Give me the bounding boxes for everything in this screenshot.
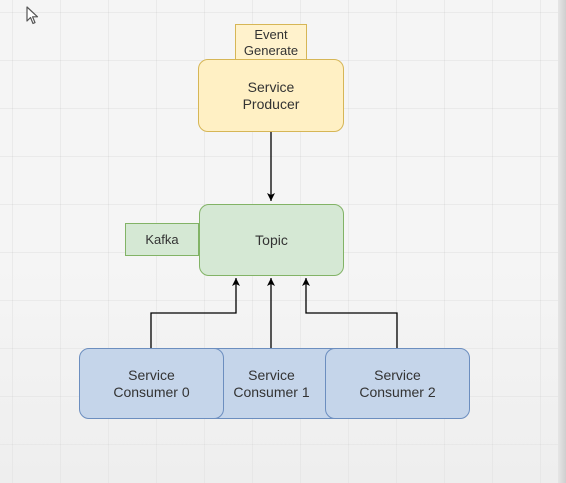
mouse-pointer-icon xyxy=(26,6,39,25)
service-consumer-node[interactable]: Service Consumer 2 xyxy=(325,348,470,419)
service-consumer-node[interactable]: Service Consumer 1 xyxy=(201,348,342,419)
edge-consumer-2-to-topic xyxy=(302,278,398,349)
edge-consumer-0-to-topic xyxy=(150,278,240,349)
window-edge xyxy=(558,0,566,483)
topic-node[interactable]: Topic xyxy=(199,204,344,276)
event-generate-label[interactable]: Event Generate xyxy=(235,24,307,61)
service-producer-node[interactable]: Service Producer xyxy=(198,59,344,132)
service-consumer-node[interactable]: Service Consumer 0 xyxy=(79,348,224,419)
kafka-label[interactable]: Kafka xyxy=(125,223,199,256)
